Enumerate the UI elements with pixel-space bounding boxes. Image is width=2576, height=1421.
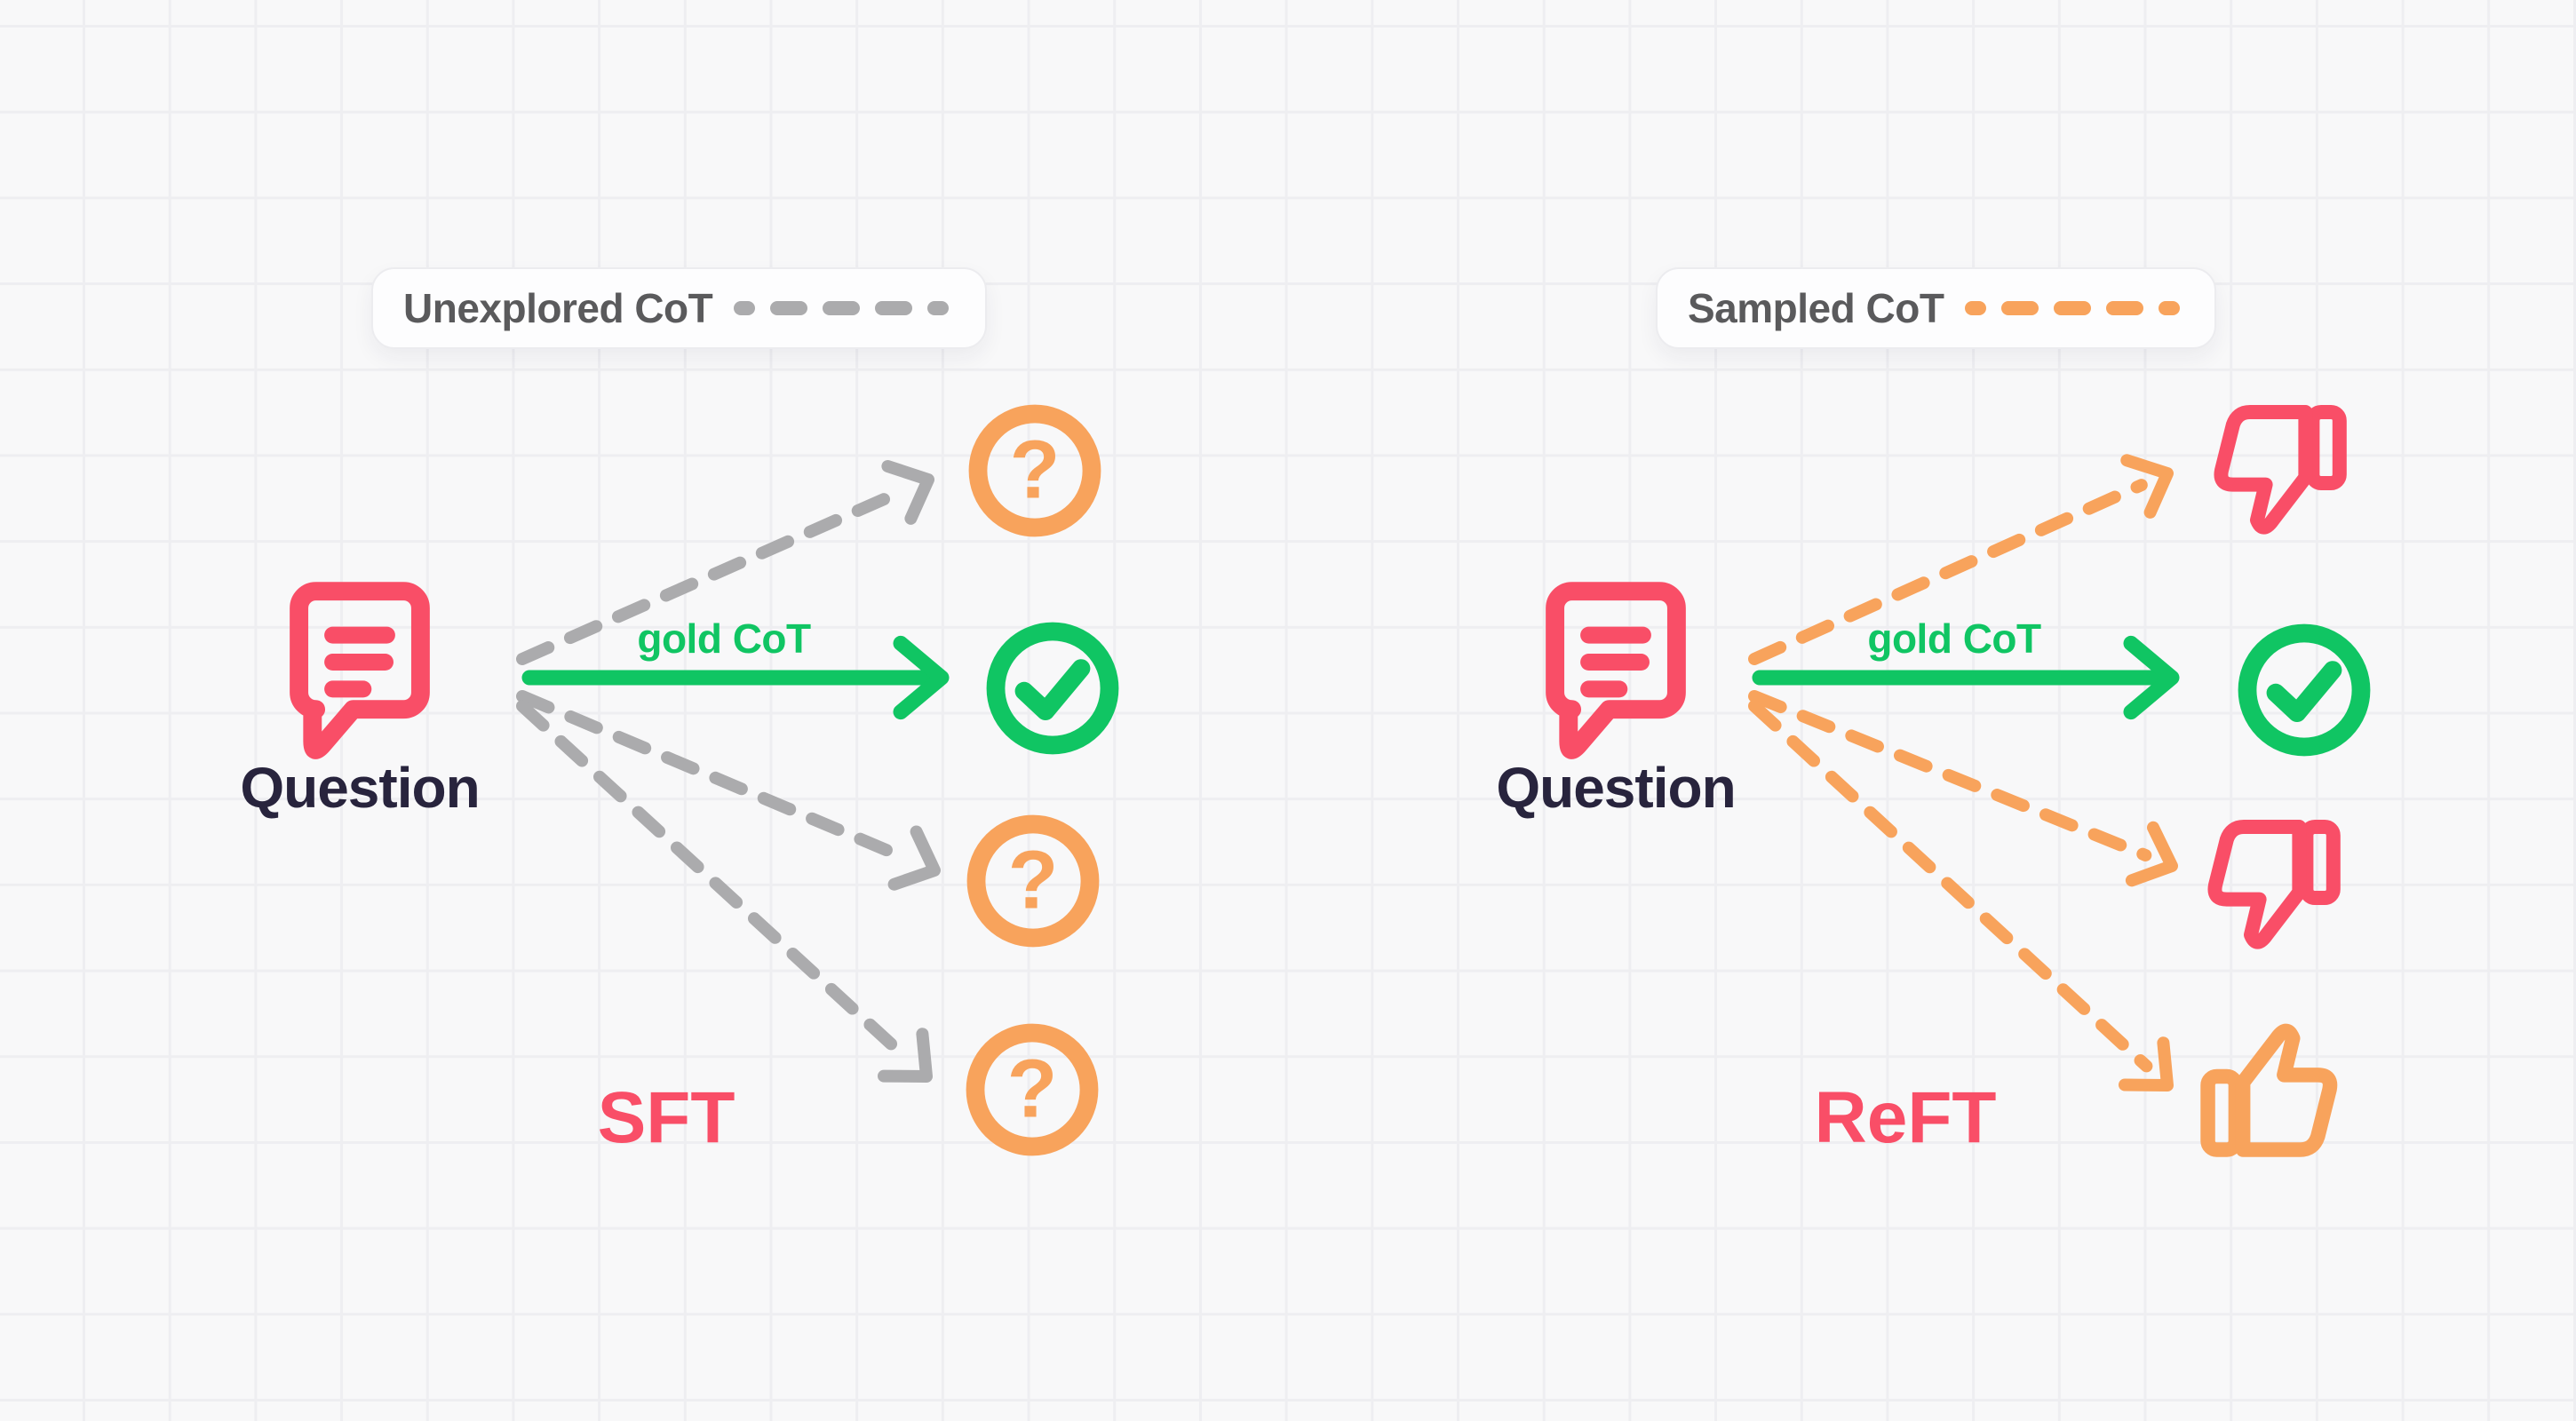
check-circle-icon	[982, 617, 1124, 759]
sampled-cot-dash-swatch	[1965, 301, 2181, 315]
gold-cot-label-right: gold CoT	[1867, 615, 2041, 662]
legend-unexplored-cot-label: Unexplored CoT	[403, 285, 713, 331]
sampled-cot-wrong-2	[2201, 813, 2343, 955]
check-circle-icon	[2233, 619, 2375, 761]
question-circle-icon	[961, 1019, 1103, 1161]
legend-sampled-cot: Sampled CoT	[1656, 267, 2216, 349]
question-circle-icon	[962, 810, 1104, 952]
legend-unexplored-cot: Unexplored CoT	[371, 267, 987, 349]
unexplored-cot-3	[961, 1019, 1103, 1161]
thumb-up-icon	[2198, 1018, 2344, 1164]
cot-arrow-2	[516, 690, 941, 891]
unexplored-cot-1	[964, 400, 1106, 542]
gold-cot-check-right	[2233, 619, 2375, 761]
speech-bubble-icon	[275, 576, 444, 766]
thumb-down-icon	[2201, 813, 2343, 955]
question-circle-icon	[964, 400, 1106, 542]
cot-arrow-4	[1748, 454, 2174, 665]
question-label-left: Question	[240, 756, 480, 820]
gold-cot-arrow-1	[521, 635, 950, 720]
speech-bubble-icon	[1531, 576, 1700, 766]
question-bubble-right	[1531, 576, 1700, 766]
gold-cot-check-left	[982, 617, 1124, 759]
sampled-cot-right-1	[2198, 1018, 2344, 1164]
gold-cot-arrow-5	[1752, 635, 2180, 720]
cot-arrow-7	[1748, 700, 2174, 1092]
question-label-right: Question	[1496, 756, 1736, 820]
sampled-cot-wrong-1	[2207, 398, 2349, 540]
question-bubble-left	[275, 576, 444, 766]
thumb-down-icon	[2207, 398, 2349, 540]
cot-arrow-6	[1748, 690, 2178, 887]
unexplored-cot-2	[962, 810, 1104, 952]
cot-arrow-0	[516, 460, 934, 665]
method-label-sft: SFT	[597, 1077, 735, 1158]
unexplored-cot-dash-swatch	[734, 301, 950, 315]
cot-arrow-3	[516, 700, 933, 1083]
legend-sampled-cot-label: Sampled CoT	[1688, 285, 1944, 331]
gold-cot-label-left: gold CoT	[637, 615, 811, 662]
method-label-reft: ReFT	[1814, 1077, 1997, 1158]
